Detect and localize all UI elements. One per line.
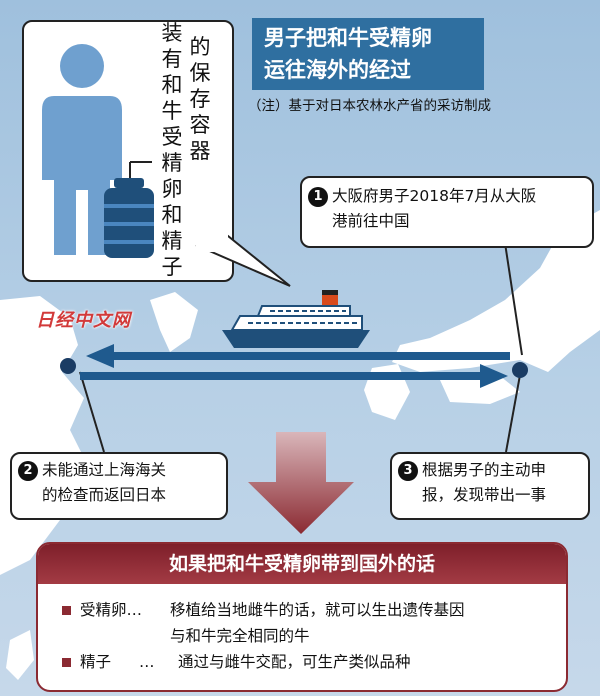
step1-callout: [300, 176, 594, 248]
title-line1: 男子把和牛受精卵: [264, 26, 432, 50]
step3-line2: 报，发现带出一事: [422, 486, 547, 504]
outbound-arrow-shaft: [80, 372, 484, 380]
consequence-box: 如果把和牛受精卵带到国外的话 受精卵… 移植给当地雌牛的话，就可以生出遗传基因 …: [36, 542, 568, 692]
item2-separator: …: [139, 653, 155, 671]
outbound-arrow-head: [480, 364, 508, 388]
title-box: 男子把和牛受精卵 运往海外的经过: [252, 18, 484, 90]
title-line2: 运往海外的经过: [264, 58, 411, 82]
item1-term-row: 受精卵…: [80, 598, 142, 622]
step1-line1: 大阪府男子2018年7月从大阪: [332, 187, 537, 205]
tail-cover: [196, 228, 228, 252]
step2-line1: 未能通过上海海关: [42, 461, 167, 479]
item1-term: 受精卵: [80, 601, 127, 619]
shanghai-dot: [60, 358, 76, 374]
down-arrow-icon: [248, 432, 354, 534]
step3-line1: 根据男子的主动申: [422, 461, 547, 479]
person-icon: [42, 44, 122, 255]
return-arrow-shaft: [110, 352, 510, 360]
container-label-col1: 的保存容器: [189, 35, 211, 163]
step1-number-icon: 1: [308, 187, 328, 207]
item1-line1: 移植给当地雌牛的话，就可以生出遗传基因: [170, 601, 465, 619]
return-arrow-head: [86, 344, 114, 368]
step3-pointer: [505, 374, 521, 453]
step2-callout: [10, 452, 228, 520]
item1-separator: …: [126, 601, 143, 619]
bullet-square-icon: [62, 606, 71, 615]
korea-peninsula: [150, 292, 198, 352]
source-note: （注）基于对日本农林水产省的采访制成: [248, 98, 491, 114]
step1-line2: 港前往中国: [332, 212, 410, 230]
step1-pointer: [504, 242, 523, 356]
item2-term: 精子: [80, 653, 112, 671]
consequence-heading: 如果把和牛受精卵带到国外的话: [38, 544, 566, 584]
ship-icon: [222, 290, 370, 348]
osaka-dot: [512, 362, 528, 378]
japan-honshu: [392, 210, 600, 372]
bullet-square-icon: [62, 658, 71, 667]
step2-line2: 的检查而返回日本: [42, 486, 167, 504]
storage-container-icon: [104, 161, 154, 258]
container-label-col2: 装有和牛受精卵和精子: [161, 21, 183, 279]
step2-pointer: [79, 371, 105, 453]
item1-line2: 与和牛完全相同的牛: [170, 627, 310, 645]
step3-number-icon: 3: [398, 461, 418, 481]
step2-number-icon: 2: [18, 461, 38, 481]
item2-term-row: 精子 …: [80, 650, 155, 674]
watermark-logo: 日经中文网: [36, 310, 131, 331]
taiwan-island: [6, 630, 34, 680]
step3-callout: [390, 452, 590, 520]
item2-line1: 通过与雌牛交配，可生产类似品种: [178, 653, 411, 671]
japan-shikoku: [440, 376, 520, 404]
